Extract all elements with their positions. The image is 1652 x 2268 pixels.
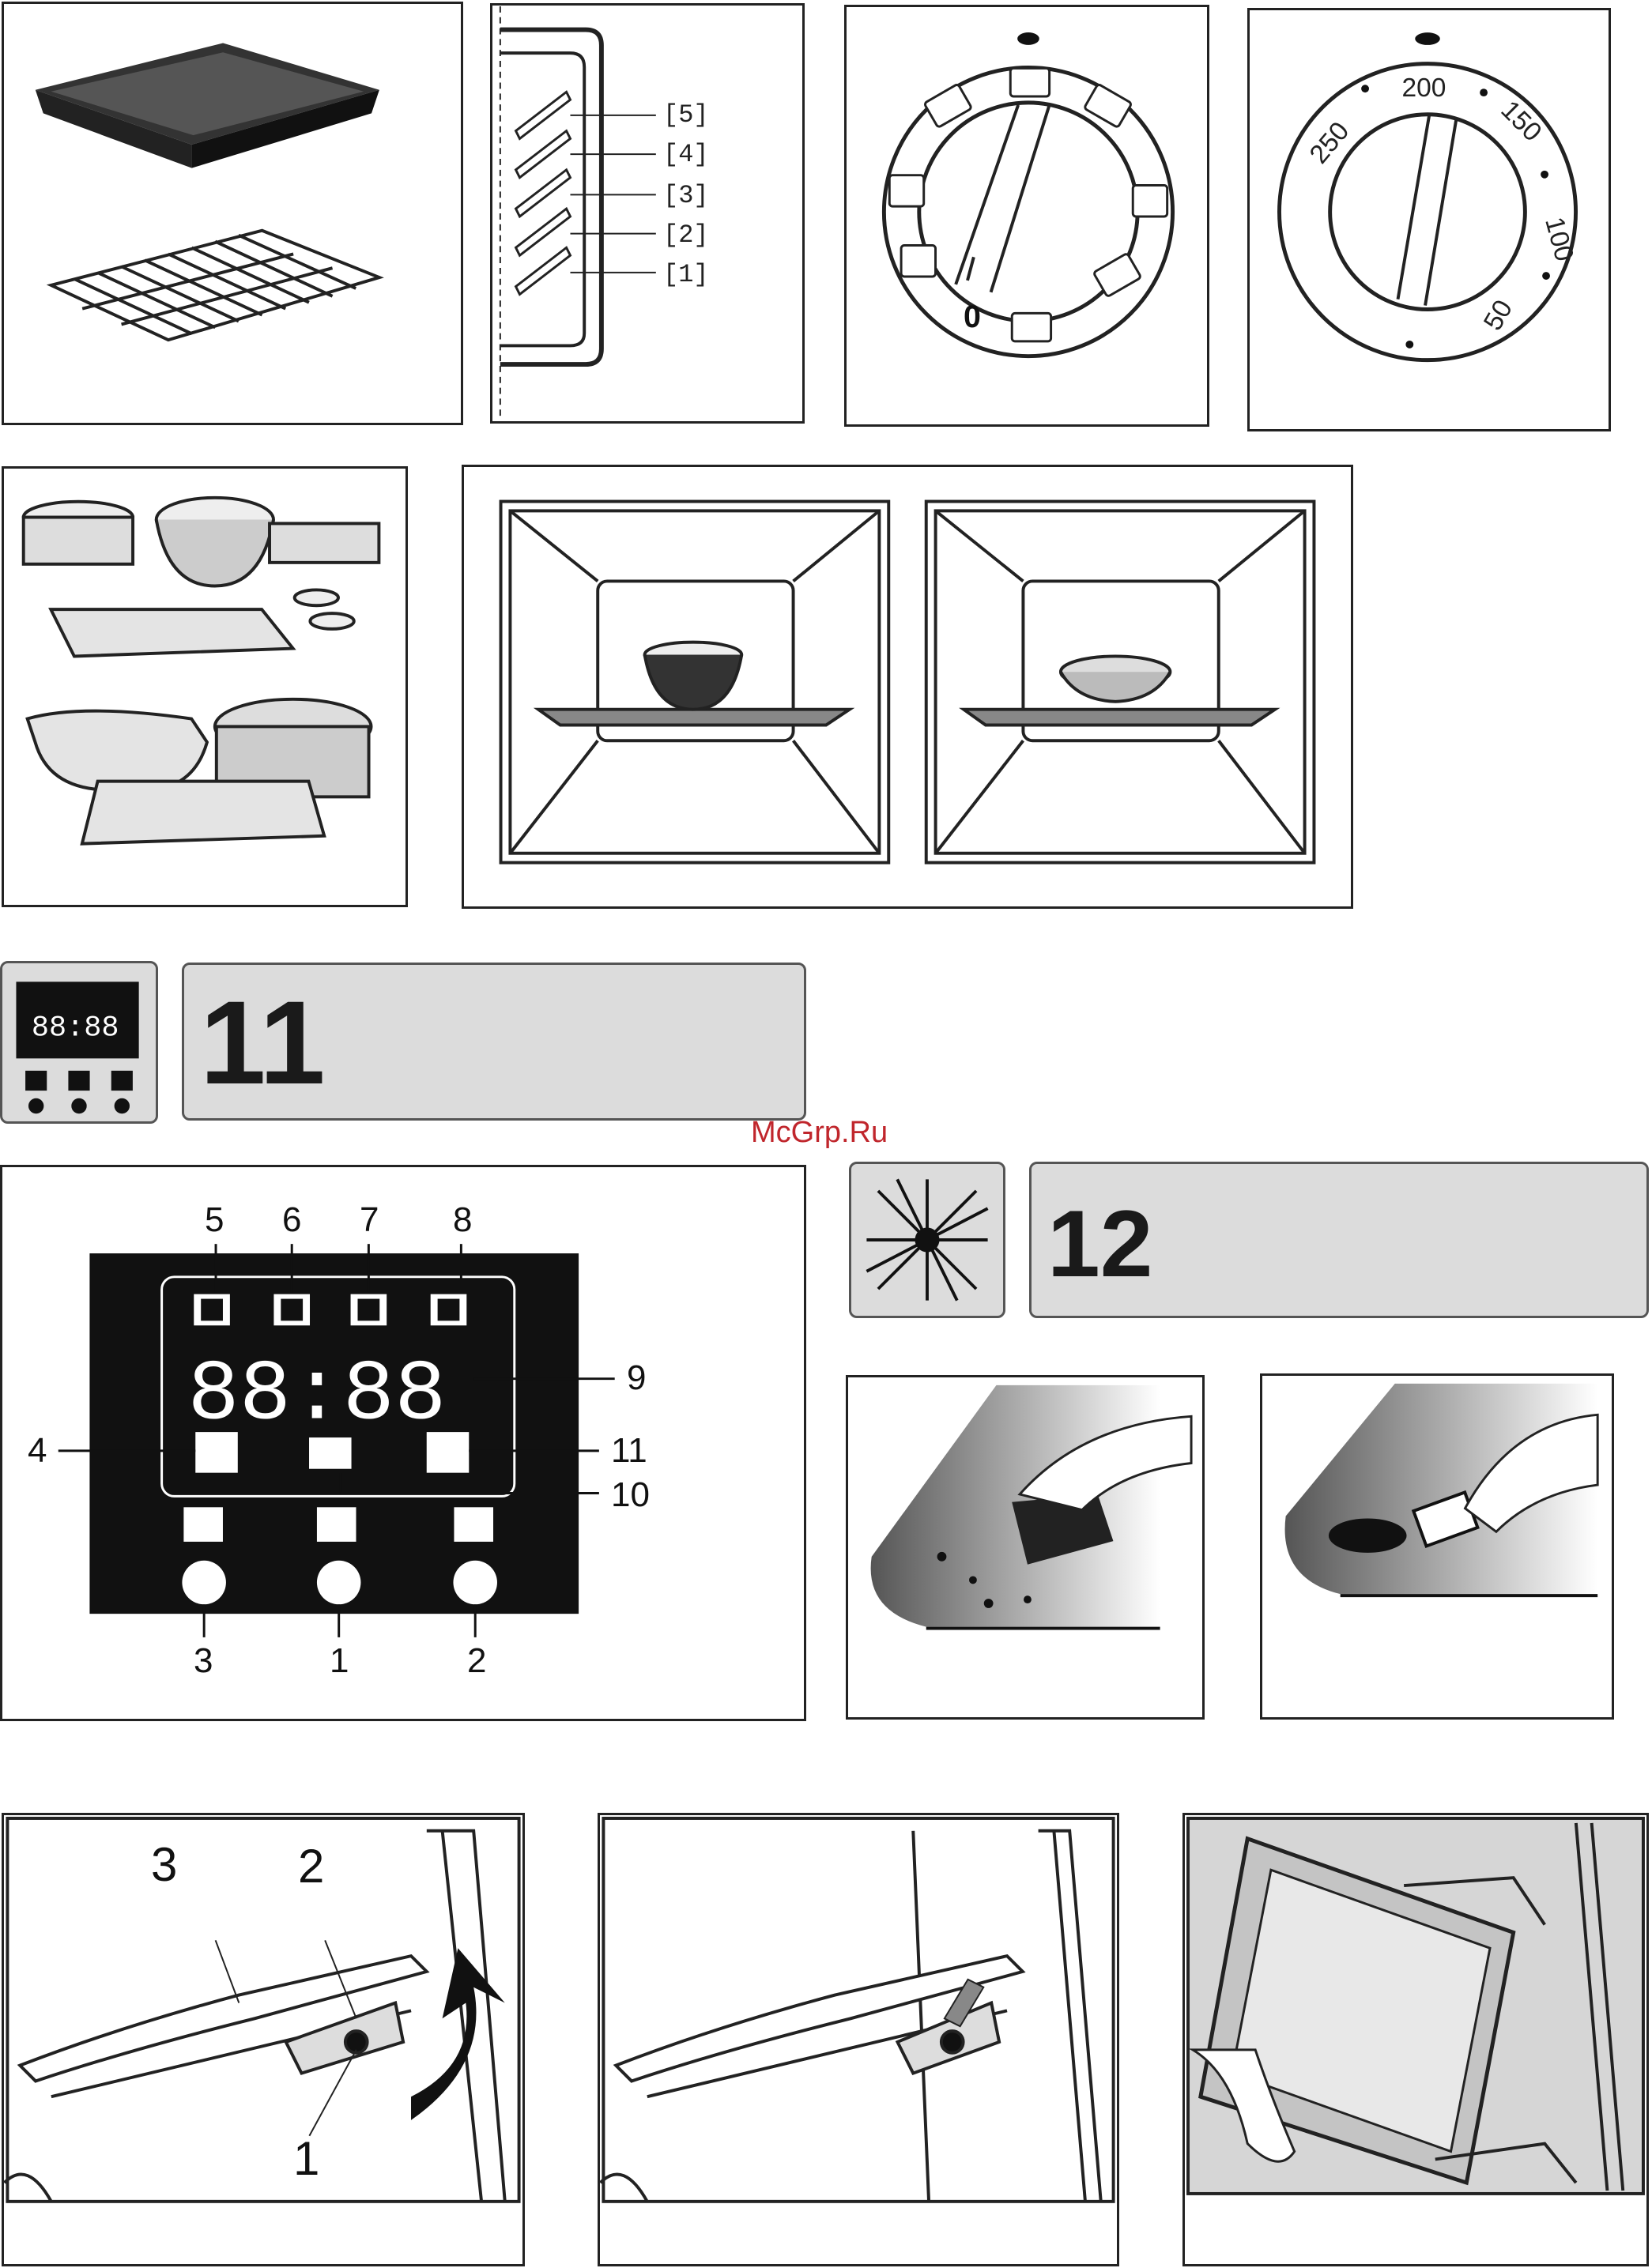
callout-10: 10 (611, 1475, 650, 1515)
function-dial-drawing: 0 (847, 7, 1207, 424)
hinge-step-2-drawing (600, 1815, 1117, 2264)
temp-mark-100: 100 (1539, 214, 1578, 265)
shelf-levels-illustration: [5] [4] [3] [2] [1] (490, 3, 805, 424)
callout-9: 9 (627, 1358, 646, 1398)
temp-mark-250: 250 (1304, 117, 1355, 170)
hinge-callout-3: 3 (151, 1837, 177, 1892)
door-hinge-step-2 (598, 1813, 1119, 2266)
shelf-level-1: [1] (663, 260, 709, 289)
section-12-number: 12 (1047, 1189, 1152, 1298)
temperature-dial-drawing: 250 200 150 100 50 (1250, 10, 1609, 429)
timer-button-icon (317, 1507, 356, 1542)
section-12-banner: 12 (1029, 1162, 1649, 1318)
bakeware-drawing (4, 469, 405, 905)
plus-button-icon (454, 1507, 493, 1542)
sparkle-icon (851, 1164, 1003, 1316)
mini-display-icon: 88:88 (2, 963, 156, 1121)
oven-cavity-drawing (464, 467, 1351, 906)
display-icon-tile: 88:88 (0, 961, 158, 1124)
temp-mark-150: 150 (1495, 96, 1547, 148)
grill-fan-icon (1133, 186, 1167, 217)
callout-4: 4 (28, 1431, 47, 1471)
scrape-drawing (1262, 1376, 1612, 1717)
scrub-drawing (848, 1377, 1202, 1717)
callout-2: 2 (467, 1641, 486, 1681)
control-display-drawing: 88:88 (2, 1167, 804, 1719)
minus-button-icon (183, 1507, 223, 1542)
callout-6: 6 (282, 1200, 301, 1240)
fan-heat-icon (889, 175, 923, 206)
dial-zero-label: 0 (964, 300, 981, 334)
shelf-level-4: [4] (663, 140, 709, 169)
defrost-icon (901, 246, 935, 277)
button-3 (182, 1561, 226, 1605)
oven-cavity-illustrations (462, 465, 1353, 909)
callout-3: 3 (194, 1641, 213, 1681)
door-removal-step (1182, 1813, 1649, 2266)
cleaning-step-scrape (1260, 1373, 1614, 1720)
hinge-callout-2: 2 (298, 1839, 324, 1893)
button-1 (317, 1561, 361, 1605)
svg-text:88:88: 88:88 (32, 1012, 119, 1045)
function-dial-illustration: 0 (844, 5, 1209, 427)
tray-rack-drawing (4, 4, 461, 423)
display-digits: 88:88 (187, 1346, 446, 1444)
button-2 (453, 1561, 497, 1605)
hinge-callout-1: 1 (293, 2131, 319, 2186)
temp-mark-200: 200 (1401, 73, 1446, 103)
section-11-banner: 11 (182, 963, 806, 1121)
shelf-level-5: [5] (663, 100, 709, 130)
section-11-number: 11 (200, 974, 326, 1111)
cleaning-step-scrub (846, 1375, 1205, 1720)
tray-and-rack-illustration (2, 2, 463, 425)
grill-icon (1012, 313, 1050, 341)
oven-side-wall-drawing (492, 6, 802, 421)
bakeware-illustration (2, 466, 408, 907)
shelf-level-3: [3] (663, 181, 709, 210)
temp-mark-50: 50 (1478, 296, 1518, 336)
callout-7: 7 (360, 1200, 379, 1240)
display-panel-diagram: 88:88 5 6 7 8 9 4 11 10 3 1 2 (0, 1165, 806, 1721)
callout-5: 5 (205, 1200, 224, 1240)
bottom-heat-icon (1093, 253, 1141, 296)
door-hinge-step-1: 3 2 1 (2, 1813, 525, 2266)
callout-11: 11 (611, 1431, 647, 1471)
fan-mode-icon (1010, 68, 1049, 96)
callout-1: 1 (330, 1641, 349, 1681)
temperature-dial-illustration: 250 200 150 100 50 (1247, 8, 1611, 431)
shelf-level-2: [2] (663, 220, 709, 250)
cleaning-icon-tile (849, 1162, 1005, 1318)
callout-8: 8 (453, 1200, 472, 1240)
watermark: McGrp.Ru (751, 1116, 888, 1150)
door-removal-drawing (1185, 1815, 1646, 2264)
hinge-step-1-drawing (4, 1815, 522, 2264)
